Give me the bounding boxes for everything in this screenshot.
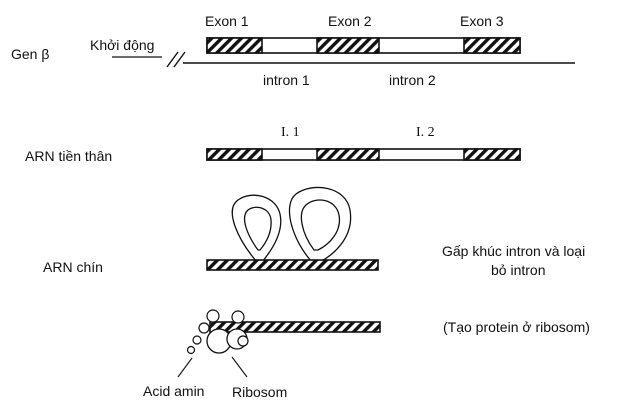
splicing-note-line-1: Gấp khúc intron và loại [442, 243, 586, 259]
pointer-ribosome [231, 356, 248, 378]
mrna-strand [209, 321, 381, 333]
gene-exon-1 [206, 37, 263, 54]
mature-rna-label: ARN chín [43, 259, 103, 275]
exon-3-label: Exon 3 [460, 13, 504, 29]
intron-loop-1-inner [243, 206, 272, 251]
trna-1 [231, 310, 245, 324]
pre-rna-exon-2 [316, 148, 380, 161]
ribosome-label: Ribosom [232, 384, 288, 400]
amino-acid-2 [198, 322, 210, 334]
amino-acid-1 [206, 309, 220, 323]
pre-rna-exon-1 [206, 148, 263, 161]
intron-1-label: intron 1 [263, 72, 310, 88]
trna-2 [237, 335, 249, 347]
gene-label: Gen β [11, 46, 50, 62]
pre-rna-exon-3 [463, 148, 521, 161]
amino-acid-4 [186, 345, 196, 355]
splicing-note-line-2: bỏ intron [491, 262, 546, 278]
exon-1-label: Exon 1 [205, 13, 249, 29]
amino-acid-3 [192, 335, 202, 345]
amino-acid-label: Acid amin [143, 383, 205, 399]
pre-rna-label: ARN tiền thân [25, 148, 113, 164]
translation-note: (Tạo protein ở ribosom) [443, 319, 590, 335]
pre-rna-row [206, 148, 521, 161]
intron-loop-1-outer [231, 194, 282, 263]
pre-rna-intron-2-label: I. 2 [416, 125, 435, 140]
break-mark-2 [173, 51, 186, 68]
gene-exon-3 [463, 37, 521, 54]
translation-row [177, 309, 381, 378]
pre-rna-intron-1-label: I. 1 [281, 125, 300, 140]
break-mark-1 [166, 51, 179, 68]
intron-loop-2-outer [288, 186, 352, 263]
mature-rna-strand [206, 259, 379, 271]
pointer-amino-acid [177, 357, 193, 378]
intron-loop-2-inner [300, 199, 341, 251]
mature-rna-row [206, 186, 379, 271]
exon-2-label: Exon 2 [328, 13, 372, 29]
gene-exon-2 [316, 37, 380, 54]
intron-2-label: intron 2 [389, 72, 436, 88]
gene-row [112, 37, 575, 68]
promoter-label: Khởi động [90, 37, 155, 53]
